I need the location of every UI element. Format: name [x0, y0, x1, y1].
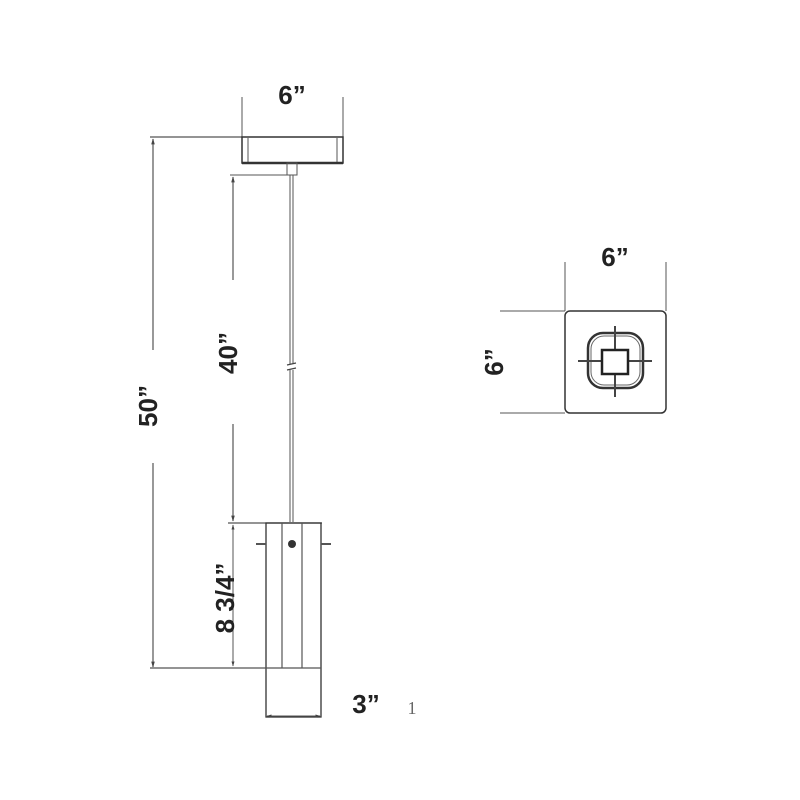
switch-dot [288, 540, 296, 548]
pendant-shade [150, 522, 331, 718]
top-depth-label: 6” [479, 348, 509, 375]
overall-height-label: 50” [133, 385, 163, 427]
top-view: 6” 6” [479, 242, 667, 414]
canopy-square [564, 310, 667, 414]
shade-width-label: 3” [352, 689, 379, 719]
top-width-label: 6” [601, 242, 628, 272]
side-view: 6” 50” [133, 80, 417, 719]
cord [286, 175, 297, 522]
canopy [150, 136, 344, 176]
overall-height-dimension: 50” [133, 138, 163, 668]
canopy-width-label: 6” [278, 80, 305, 110]
canopy-width-dimension: 6” [241, 80, 344, 138]
shade-width-dimension: 3” 1 [266, 689, 417, 719]
top-depth-dimension: 6” [479, 310, 565, 414]
mounting-bracket-icon [578, 326, 652, 397]
top-width-dimension: 6” [564, 242, 667, 311]
cord-length-dimension: 40” [213, 176, 243, 522]
cord-length-label: 40” [213, 332, 243, 374]
footnote-mark: 1 [408, 698, 417, 718]
shade-height-dimension: 8 3/4” [210, 524, 240, 667]
shade-height-label: 8 3/4” [210, 563, 240, 634]
